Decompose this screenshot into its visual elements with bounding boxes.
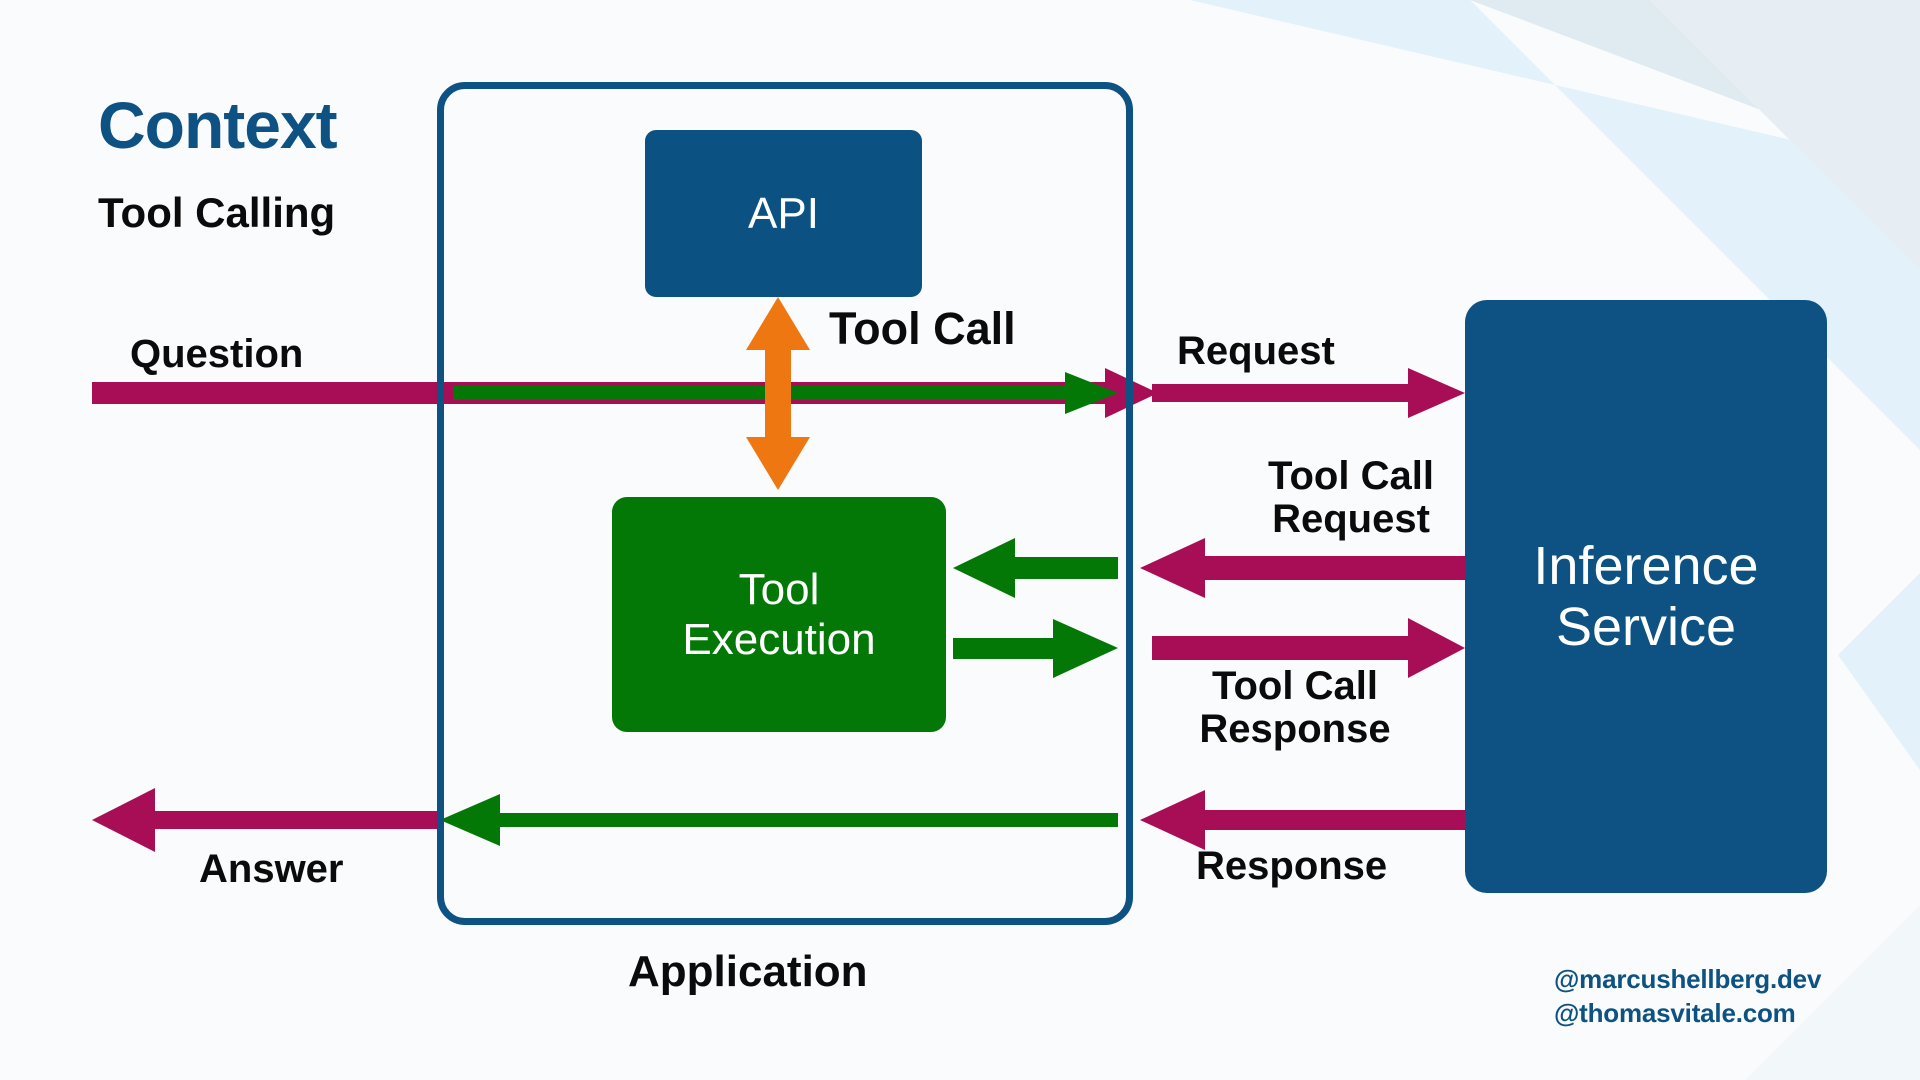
inference-service-line-2: Service [1555,596,1737,657]
label-tool-call-request-line-1: Tool Call [1268,454,1434,498]
arrow-tool-call-response [1152,618,1465,678]
inference-service-line-1: Inference [1533,536,1759,597]
footer-handles: @marcushellberg.dev @thomasvitale.com [1554,962,1821,1031]
slide-title: Context [98,88,338,162]
label-answer: Answer [199,847,344,891]
label-tool-call-response-line-1: Tool Call [1212,664,1378,708]
label-question: Question [130,332,304,376]
label-request: Request [1177,329,1335,373]
tool-execution-line-1: Tool [738,565,820,615]
api-box[interactable]: API [645,130,922,297]
tool-execution-box-label: Tool Execution [682,565,875,664]
label-tool-call: Tool Call [829,303,1016,354]
application-box [437,82,1133,925]
label-tool-call-request-line-2: Request [1272,497,1430,542]
handle-thomasvitale[interactable]: @thomasvitale.com [1554,998,1796,1029]
arrow-tool-call-request [1140,538,1465,598]
label-application: Application [628,947,868,996]
arrow-response [1140,790,1465,850]
arrow-answer-inner [440,794,1118,846]
inference-service-box-label: Inference Service [1533,536,1758,657]
tool-execution-line-2: Execution [682,614,876,664]
tool-execution-box[interactable]: Tool Execution [612,497,946,732]
slide-subtitle: Tool Calling [98,189,336,236]
label-tool-call-request: Tool Call Request [1236,454,1466,542]
arrow-tool-call-response-inner [953,619,1118,678]
arrow-answer [92,788,437,852]
label-tool-call-response: Tool Call Response [1175,664,1415,752]
api-box-label: API [748,188,819,238]
arrow-tool-call-request-inner [953,538,1118,598]
label-tool-call-response-line-2: Response [1199,707,1391,752]
label-response: Response [1196,844,1388,888]
arrow-tool-call-orange [746,297,810,490]
arrow-request [1152,368,1465,418]
inference-service-box[interactable]: Inference Service [1465,300,1827,893]
handle-marcushellberg[interactable]: @marcushellberg.dev [1554,964,1822,994]
